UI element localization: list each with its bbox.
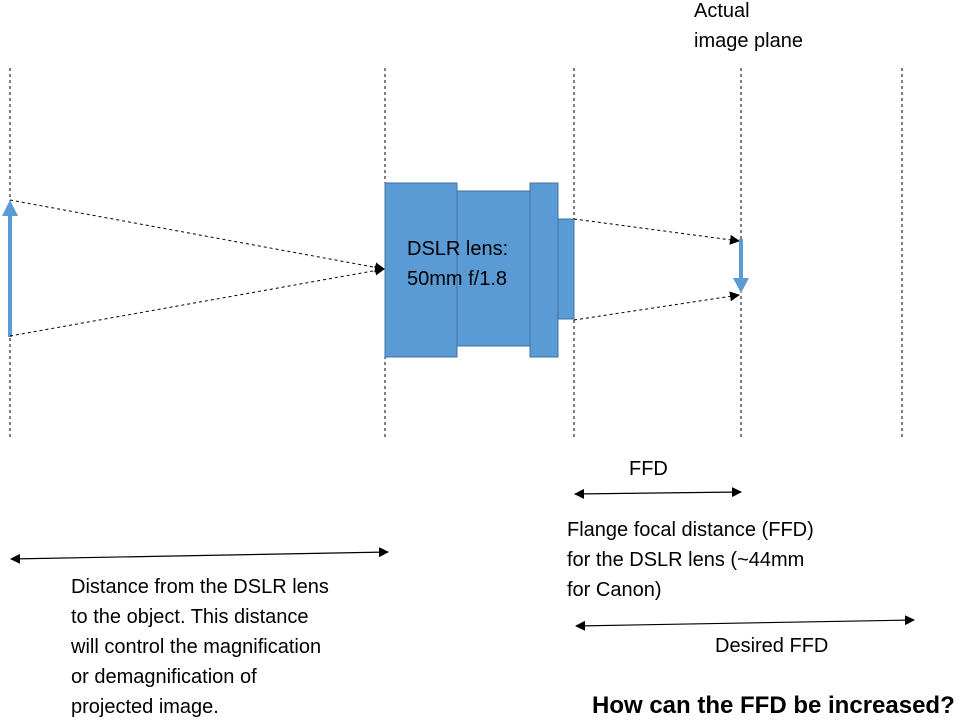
ray-bottom-image <box>573 291 740 321</box>
image-plane-label: Actual image plane <box>694 0 803 52</box>
lens-label: DSLR lens: 50mm f/1.8 <box>407 238 509 290</box>
ffd-description: Flange focal distance (FFD) for the DSLR… <box>567 519 814 601</box>
image-arrow <box>733 239 749 293</box>
object-distance-arrow <box>10 547 389 564</box>
desired-ffd-label: Desired FFD <box>715 635 829 657</box>
desired-ffd-arrow <box>575 615 915 631</box>
ray-bottom-object <box>9 265 385 337</box>
ray-top-image <box>573 218 740 245</box>
ffd-label: FFD <box>629 458 668 480</box>
question-heading: How can the FFD be increased? <box>592 692 955 719</box>
object-arrow <box>2 200 18 337</box>
ffd-dimension-arrow <box>574 487 742 499</box>
ray-top-object <box>9 199 385 273</box>
dslr-lens <box>384 182 575 358</box>
object-distance-description: Distance from the DSLR lens to the objec… <box>71 576 329 718</box>
